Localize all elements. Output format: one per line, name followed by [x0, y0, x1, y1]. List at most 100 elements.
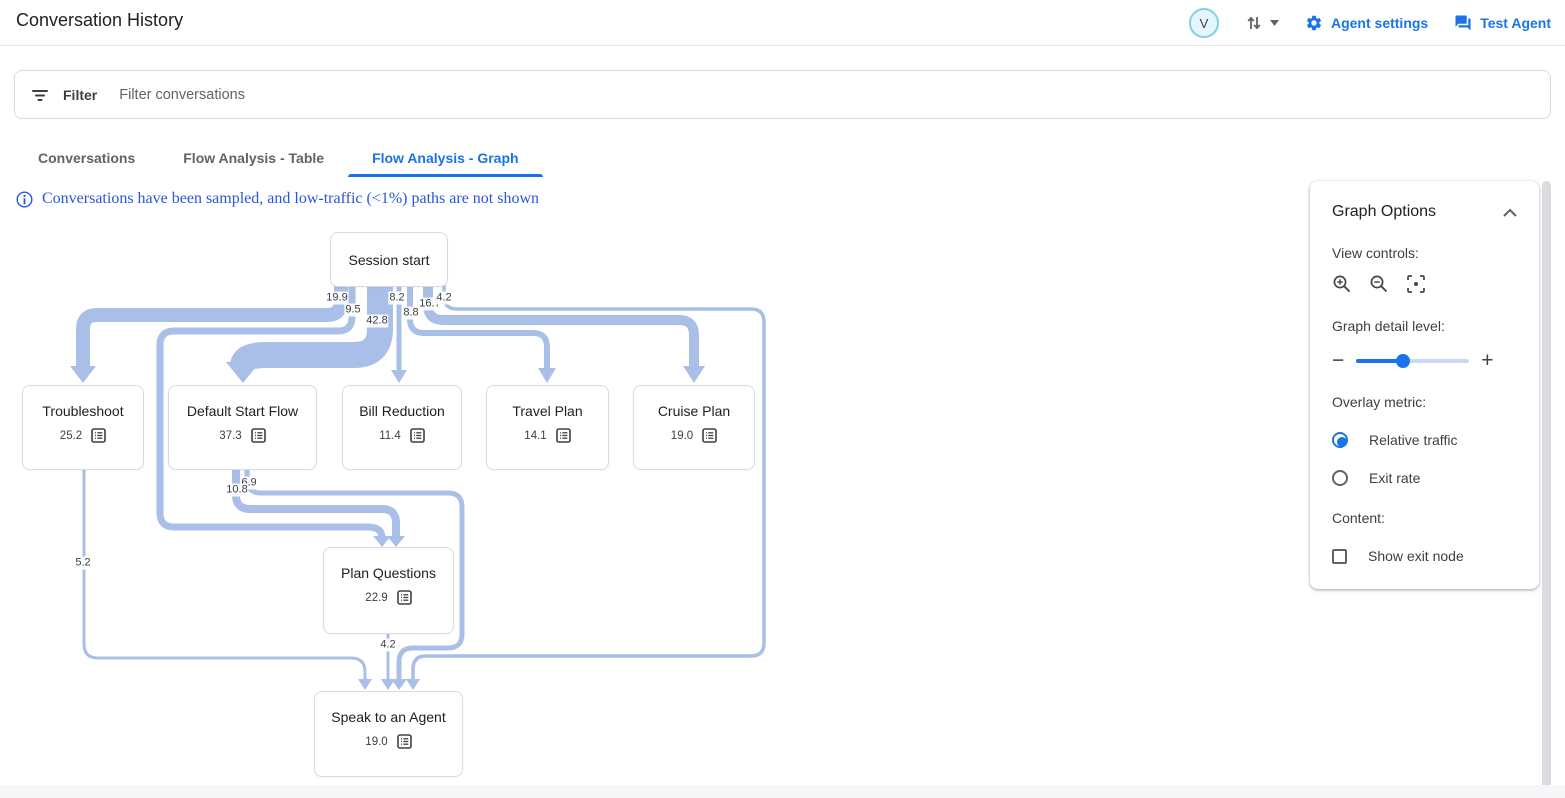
arrowhead [381, 679, 395, 690]
zoom-out-icon[interactable] [1369, 274, 1389, 294]
overlay-option-exit-rate[interactable]: Exit rate [1332, 470, 1517, 486]
arrowhead [391, 370, 407, 383]
detail-minus-button[interactable]: − [1332, 349, 1345, 372]
edge-label: 5.2 [74, 556, 92, 570]
edge-label: 4.2 [379, 638, 397, 652]
edge-label: 4.2 [435, 291, 453, 305]
sampling-banner: Conversations have been sampled, and low… [16, 190, 539, 208]
node-detail-icon[interactable] [702, 428, 717, 443]
node-detail-icon[interactable] [409, 428, 425, 443]
vertical-scrollbar[interactable] [1542, 181, 1551, 798]
node-detail-icon[interactable] [555, 428, 571, 443]
edge-label: 42.8 [365, 314, 389, 328]
node-value: 25.2 [59, 429, 83, 442]
node-value: 19.0 [365, 735, 388, 748]
arrowhead [391, 679, 407, 690]
node-detail-icon[interactable] [396, 590, 412, 605]
center-focus-icon[interactable] [1406, 274, 1426, 294]
edge-label: 8.2 [388, 291, 406, 305]
node-label: Bill Reduction [359, 403, 445, 419]
filter-label: Filter [63, 86, 98, 103]
edge-label: 8.8 [402, 306, 420, 320]
node-detail-icon[interactable] [396, 734, 412, 749]
zoom-in-icon[interactable] [1332, 274, 1352, 294]
top-bar: Conversation History V Agent settings Te… [0, 0, 1565, 46]
panel-title: Graph Options [1332, 203, 1437, 220]
show-exit-node-checkbox[interactable] [1332, 548, 1347, 564]
chat-icon [1455, 15, 1471, 31]
test-agent-button[interactable]: Test Agent [1454, 14, 1551, 32]
show-exit-node-checkbox-row[interactable]: Show exit node [1332, 548, 1517, 564]
collapse-chevron-icon[interactable] [1503, 208, 1517, 217]
detail-plus-button[interactable]: + [1481, 349, 1494, 372]
info-icon [16, 190, 33, 208]
page-title: Conversation History [16, 10, 184, 30]
edge-session-troubleshoot [76, 285, 348, 368]
tab-flow-analysis-graph[interactable]: Flow Analysis - Graph [348, 140, 543, 177]
tab-conversations[interactable]: Conversations [38, 150, 136, 166]
graph-detail-label: Graph detail level: [1332, 318, 1445, 334]
node-detail-icon[interactable] [250, 428, 266, 443]
edge-label: 19.9 [325, 291, 349, 305]
node-detail-icon[interactable] [91, 428, 106, 443]
node-label: Speak to an Agent [331, 709, 446, 725]
arrowhead [373, 536, 391, 547]
tab-bar: Conversations Flow Analysis - Table Flow A… [14, 140, 543, 177]
filter-icon [32, 89, 48, 101]
arrowhead [70, 366, 96, 383]
radio-label: Relative traffic [1369, 432, 1458, 448]
agent-settings-label: Agent settings [1330, 15, 1429, 31]
show-exit-node-label: Show exit node [1368, 548, 1464, 564]
detail-slider[interactable] [1356, 354, 1470, 368]
node-value: 22.9 [365, 591, 388, 604]
flow-node-session-start[interactable]: Session start [330, 232, 448, 287]
edge-label: 10.8 [225, 483, 249, 497]
flow-node-default-start-flow[interactable]: Default Start Flow 37.3 [168, 385, 317, 470]
sampling-banner-text: Conversations have been sampled, and low… [42, 190, 540, 207]
edge-label: 9.5 [344, 303, 362, 317]
arrowhead [226, 362, 260, 383]
sort-control[interactable] [1245, 14, 1279, 32]
arrowhead [358, 679, 372, 690]
overlay-metric-label: Overlay metric: [1332, 394, 1427, 410]
content-label: Content: [1332, 510, 1385, 526]
slider-fill [1356, 359, 1403, 363]
node-label: Default Start Flow [186, 403, 299, 419]
slider-track [1356, 359, 1470, 363]
edge-session-default-start-flow [230, 285, 393, 371]
node-label: Plan Questions [341, 565, 436, 581]
flow-node-troubleshoot[interactable]: Troubleshoot 25.2 [22, 385, 144, 470]
arrowhead [387, 536, 405, 547]
filter-input[interactable]: Filter conversations [119, 86, 245, 103]
radio-exit-rate[interactable] [1332, 470, 1348, 486]
horizontal-scrollbar[interactable] [0, 785, 1565, 798]
test-agent-label: Test Agent [1480, 15, 1551, 31]
node-value: 11.4 [379, 429, 401, 442]
flow-node-cruise-plan[interactable]: Cruise Plan 19.0 [633, 385, 755, 470]
avatar[interactable]: V [1188, 8, 1219, 38]
flow-node-speak-to-an-agent[interactable]: Speak to an Agent 19.0 [314, 691, 463, 777]
flow-node-bill-reduction[interactable]: Bill Reduction 11.4 [342, 385, 462, 470]
node-value: 19.0 [670, 429, 694, 442]
import-export-icon [1247, 16, 1261, 30]
view-controls-label: View controls: [1332, 245, 1419, 261]
filter-bar[interactable]: Filter Filter conversations [14, 70, 1551, 119]
flow-node-plan-questions[interactable]: Plan Questions 22.9 [323, 547, 454, 634]
overlay-option-relative-traffic[interactable]: Relative traffic [1332, 432, 1517, 448]
tab-flow-analysis-table[interactable]: Flow Analysis - Table [183, 150, 325, 166]
node-label: Cruise Plan [657, 403, 731, 419]
slider-thumb[interactable] [1395, 354, 1410, 368]
node-label: Troubleshoot [42, 403, 124, 419]
radio-relative-traffic[interactable] [1332, 432, 1348, 448]
node-value: 37.3 [219, 429, 242, 442]
agent-settings-button[interactable]: Agent settings [1305, 14, 1428, 32]
node-label: Session start [348, 251, 430, 268]
edge-session-cruise-plan [423, 285, 699, 368]
arrowhead [683, 366, 705, 383]
arrowhead [538, 368, 556, 383]
radio-label: Exit rate [1369, 470, 1421, 486]
arrowhead [406, 679, 420, 690]
chevron-down-icon [1269, 20, 1279, 26]
